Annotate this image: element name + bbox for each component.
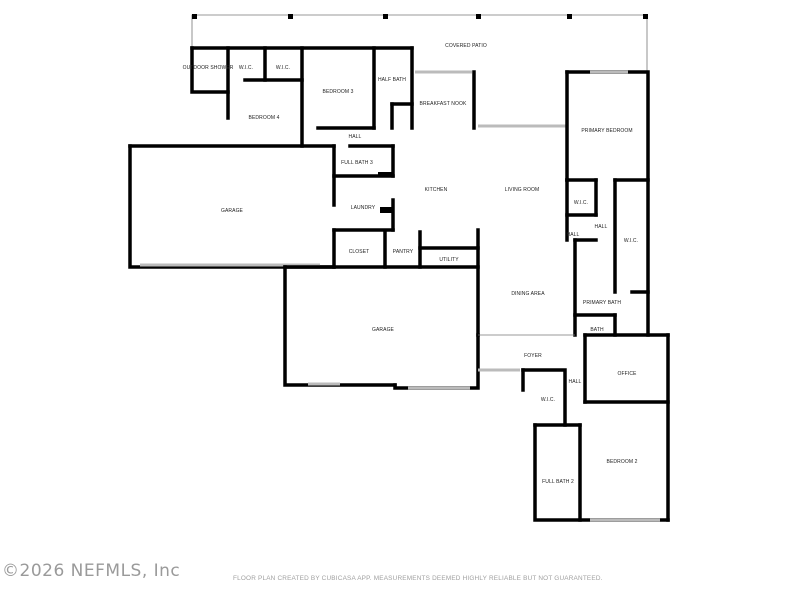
label-wic: W.I.C. bbox=[541, 397, 555, 403]
label-garage: GARAGE bbox=[221, 208, 244, 214]
label-pantry: PANTRY bbox=[393, 249, 414, 255]
label-foyer: FOYER bbox=[524, 353, 542, 359]
label-garage: GARAGE bbox=[372, 327, 395, 333]
label-hall: HALL bbox=[595, 224, 608, 230]
label-office: OFFICE bbox=[618, 371, 637, 377]
room-labels: COVERED PATIO OUTDOOR SHOWER W.I.C. W.I.… bbox=[183, 43, 638, 485]
walls bbox=[128, 46, 670, 522]
label-wic: W.I.C. bbox=[239, 65, 253, 71]
covered-patio-outline bbox=[191, 14, 648, 72]
label-utility: UTILITY bbox=[439, 257, 459, 263]
label-laundry: LAUNDRY bbox=[351, 205, 376, 211]
label-hall: HALL bbox=[567, 232, 580, 238]
label-wic: W.I.C. bbox=[574, 200, 588, 206]
label-outdoor-shower: OUTDOOR SHOWER bbox=[183, 65, 234, 71]
label-primary-bedroom: PRIMARY BEDROOM bbox=[581, 128, 632, 134]
watermark: ©2026 NEFMLS, Inc bbox=[2, 561, 181, 581]
label-bedroom-3: BEDROOM 3 bbox=[323, 89, 354, 95]
label-living-room: LIVING ROOM bbox=[505, 187, 539, 193]
label-primary-bath: PRIMARY BATH bbox=[583, 300, 621, 306]
label-full-bath-3: FULL BATH 3 bbox=[341, 160, 373, 166]
label-breakfast-nook: BREAKFAST NOOK bbox=[420, 101, 467, 107]
label-covered-patio: COVERED PATIO bbox=[445, 43, 487, 49]
label-bedroom-4: BEDROOM 4 bbox=[249, 115, 280, 121]
disclaimer: FLOOR PLAN CREATED BY CUBICASA APP. MEAS… bbox=[233, 575, 603, 582]
label-hall: HALL bbox=[569, 379, 582, 385]
label-wic: W.I.C. bbox=[624, 238, 638, 244]
label-wic: W.I.C. bbox=[276, 65, 290, 71]
label-hall: HALL bbox=[349, 134, 362, 140]
label-bedroom-2: BEDROOM 2 bbox=[607, 459, 638, 465]
label-half-bath: HALF BATH bbox=[378, 77, 406, 83]
label-kitchen: KITCHEN bbox=[425, 187, 448, 193]
label-bath: BATH bbox=[590, 327, 604, 333]
label-dining-area: DINING AREA bbox=[511, 291, 545, 297]
label-full-bath-2: FULL BATH 2 bbox=[542, 479, 574, 485]
label-closet: CLOSET bbox=[349, 249, 370, 255]
